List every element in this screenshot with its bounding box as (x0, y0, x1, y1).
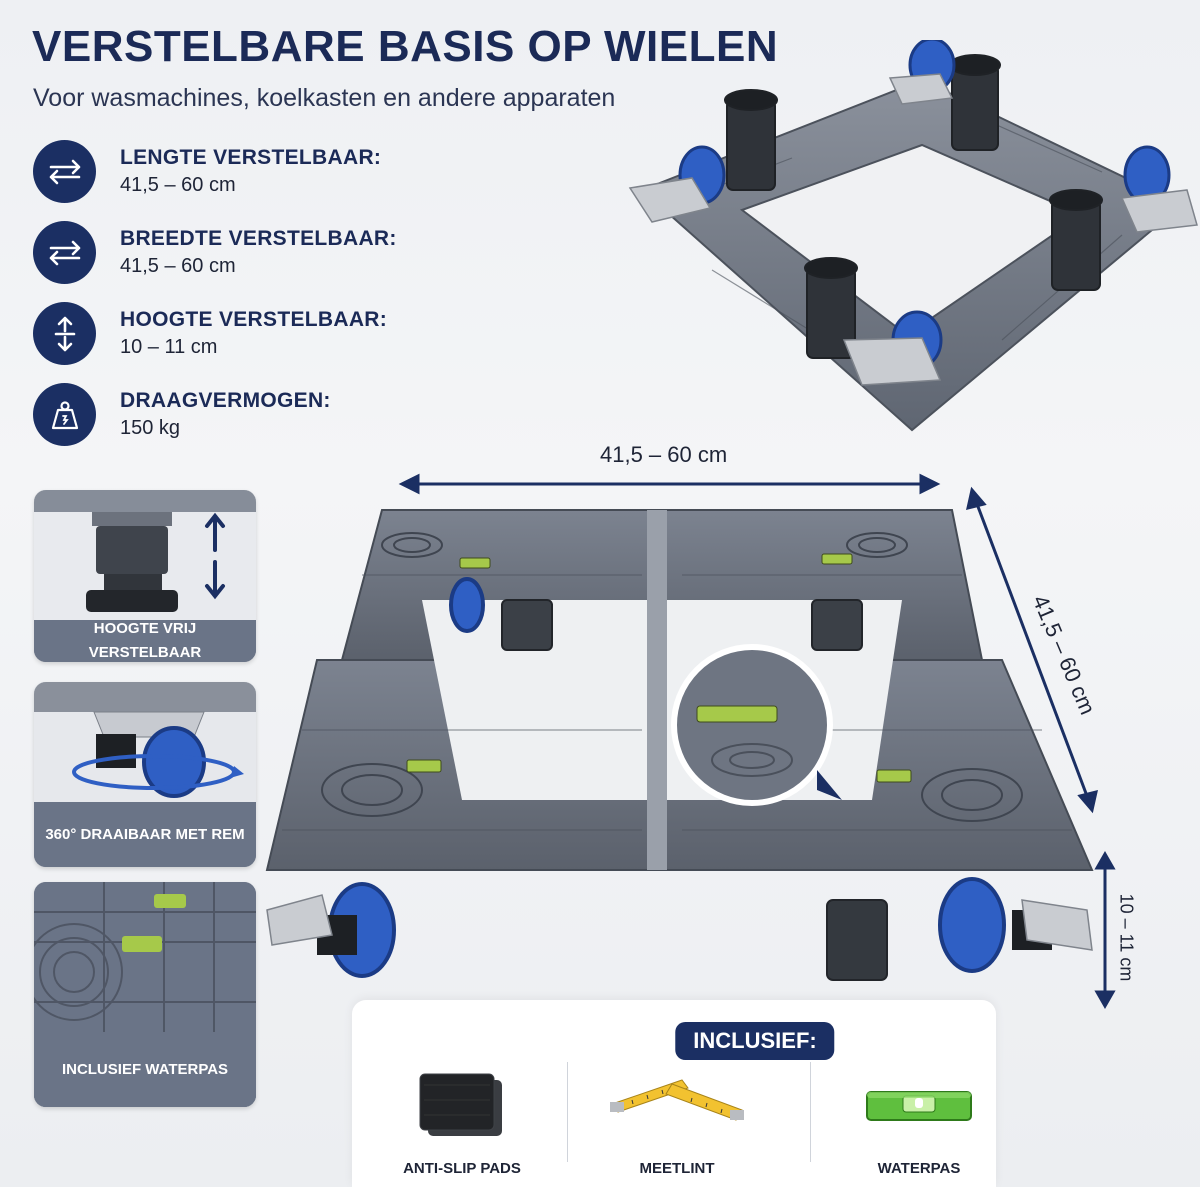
swivel-wheel-photo (34, 682, 256, 802)
product-photo-top (628, 40, 1198, 432)
adjustable-foot-photo (34, 490, 256, 620)
horizontal-arrows-icon (33, 221, 96, 284)
panel-caption: INCLUSIEF WATERPAS (34, 1032, 256, 1107)
page-subtitle: Voor wasmachines, koelkasten en andere a… (33, 84, 616, 112)
included-badge: INCLUSIEF: (675, 1022, 835, 1060)
horizontal-arrows-icon (33, 140, 96, 203)
included-item-label: MEETLINT (639, 1160, 715, 1177)
anti-slip-pads-icon (419, 1073, 502, 1136)
feature-panel-swivel: 360° DRAAIBAAR MET REM (34, 682, 256, 867)
included-item: WATERPAS (814, 1060, 1024, 1177)
feature-panel-level: INCLUSIEF WATERPAS (34, 882, 256, 1107)
spec-height: HOOGTE VERSTELBAAR: 10 – 11 cm (33, 302, 387, 365)
product-photo-main (265, 473, 1116, 1010)
panel-caption: HOOGTE VRIJ VERSTELBAAR (34, 620, 256, 662)
spec-label: HOOGTE VERSTELBAAR: (120, 307, 388, 331)
spec-length: LENGTE VERSTELBAAR: 41,5 – 60 cm (33, 140, 381, 203)
spirit-level-icon (866, 1091, 972, 1121)
spec-value: 150 kg (120, 417, 181, 440)
divider (810, 1062, 811, 1162)
page-title: VERSTELBARE BASIS OP WIELEN (32, 22, 779, 71)
included-item: ANTI-SLIP PADS (357, 1060, 567, 1177)
spec-value: 41,5 – 60 cm (120, 174, 236, 197)
dimension-top-label: 41,5 – 60 cm (600, 442, 728, 467)
included-item-label: WATERPAS (877, 1160, 961, 1177)
included-item-label: ANTI-SLIP PADS (403, 1160, 521, 1177)
feature-panel-height: HOOGTE VRIJ VERSTELBAAR (34, 490, 256, 662)
spec-label: BREEDTE VERSTELBAAR: (120, 226, 397, 250)
spec-capacity: DRAAGVERMOGEN: 150 kg (33, 383, 331, 446)
spec-value: 10 – 11 cm (120, 336, 218, 359)
included-item: MEETLINT (572, 1060, 782, 1177)
dimension-height-label: 10 – 11 cm (1116, 893, 1137, 982)
spec-label: LENGTE VERSTELBAAR: (120, 145, 382, 169)
spec-label: DRAAGVERMOGEN: (120, 388, 331, 412)
weight-icon (33, 383, 96, 446)
spec-width: BREEDTE VERSTELBAAR: 41,5 – 60 cm (33, 221, 397, 284)
vertical-arrows-icon (33, 302, 96, 365)
panel-caption: 360° DRAAIBAAR MET REM (34, 802, 256, 867)
measuring-tape-icon (610, 1079, 744, 1121)
spec-value: 41,5 – 60 cm (120, 255, 236, 278)
divider (567, 1062, 568, 1162)
included-accessories: INCLUSIEF: ANTI-SLIP PADS MEETLINT WATER… (352, 1000, 996, 1187)
